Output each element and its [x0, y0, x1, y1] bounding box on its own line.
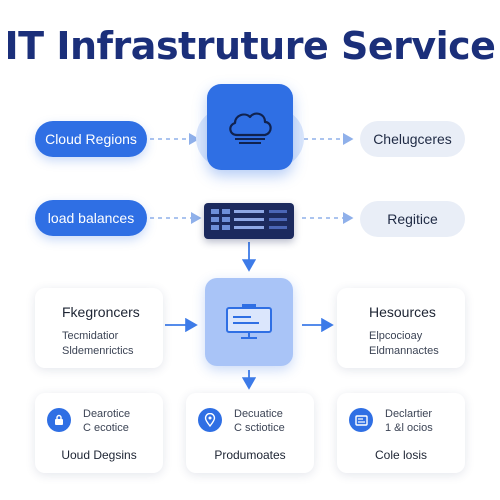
- bottom-card-uoud-degsins[interactable]: Dearotice C ecotice Uoud Degsins: [35, 393, 163, 473]
- cloud-node[interactable]: [207, 84, 293, 170]
- fkegroncers-title: Fkegroncers: [62, 304, 140, 320]
- page-title: IT Infrastruture Service: [4, 24, 496, 68]
- cloud-icon: [229, 112, 272, 144]
- chelugceres-label: Chelugceres: [373, 131, 452, 147]
- hesources-title: Hesources: [369, 304, 436, 320]
- card-icon: [349, 408, 373, 432]
- fkegroncers-card[interactable]: Fkegroncers Tecmidatior Sldemenrictics: [35, 288, 163, 368]
- hesources-line-1: Elpcocioay: [369, 330, 423, 342]
- cloud-regions-pill[interactable]: Cloud Regions: [35, 121, 147, 157]
- cloud-regions-label: Cloud Regions: [45, 131, 137, 147]
- location-pin-icon: [198, 408, 222, 432]
- regitice-pill[interactable]: Regitice: [360, 201, 465, 237]
- bottom-card-3-sub: 1 &l ocios: [385, 422, 433, 434]
- bottom-card-2-title: Decuatice: [234, 408, 283, 420]
- monitor-node[interactable]: [205, 278, 293, 366]
- hesources-line-2: Eldmannactes: [369, 345, 439, 357]
- chelugceres-pill[interactable]: Chelugceres: [360, 121, 465, 157]
- bottom-card-2-sub: C sctiotice: [234, 422, 285, 434]
- lock-icon: [47, 408, 71, 432]
- bottom-card-3-title: Declartier: [385, 408, 433, 420]
- bottom-card-2-label: Produmoates: [214, 448, 286, 462]
- monitor-icon: [226, 304, 272, 339]
- server-node[interactable]: [204, 203, 294, 239]
- bottom-card-cole-losis[interactable]: Declartier 1 &l ocios Cole losis: [337, 393, 465, 473]
- server-rack-icon: [211, 209, 287, 230]
- bottom-card-1-sub: C ecotice: [83, 422, 129, 434]
- load-balances-label: load balances: [47, 210, 135, 226]
- fkegroncers-line-2: Sldemenrictics: [62, 345, 134, 357]
- regitice-label: Regitice: [387, 211, 438, 227]
- bottom-card-produmoates[interactable]: Decuatice C sctiotice Produmoates: [186, 393, 314, 473]
- bottom-card-3-label: Cole losis: [374, 448, 428, 462]
- fkegroncers-line-1: Tecmidatior: [62, 330, 119, 342]
- hesources-card[interactable]: Hesources Elpcocioay Eldmannactes: [337, 288, 465, 368]
- load-balances-pill[interactable]: load balances: [35, 200, 147, 236]
- bottom-card-1-label: Uoud Degsins: [61, 448, 137, 462]
- bottom-card-1-title: Dearotice: [83, 408, 131, 420]
